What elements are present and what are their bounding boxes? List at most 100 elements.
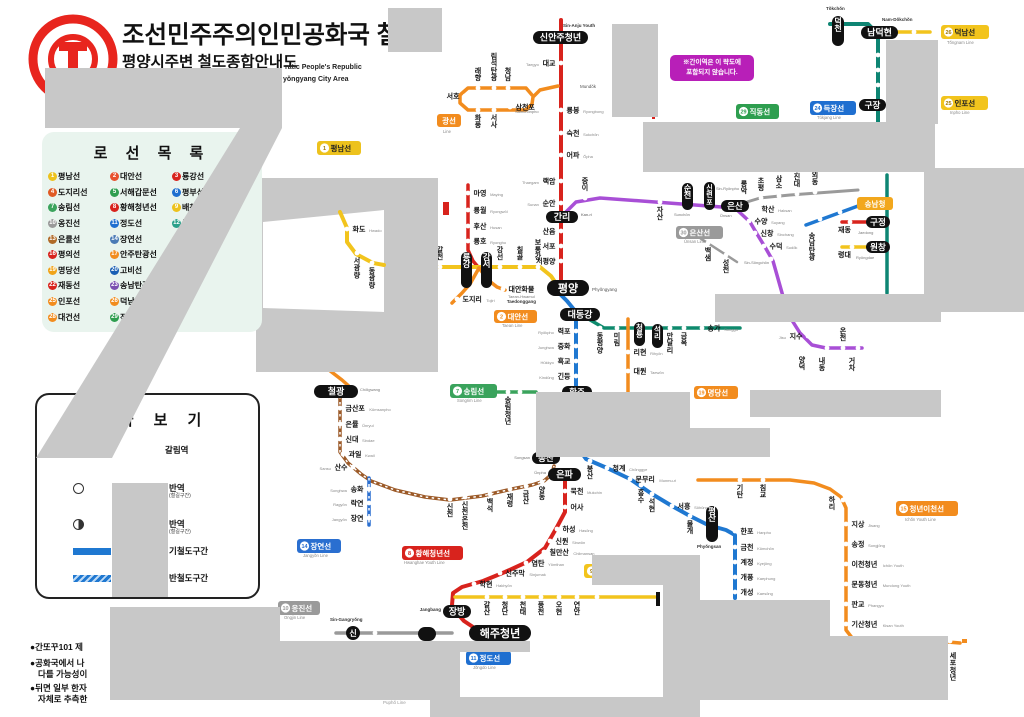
- station-pill-간리: [546, 211, 578, 223]
- map-rom-text: Sunchŏn: [674, 212, 690, 217]
- station-어사-dot: [562, 504, 568, 510]
- station-pill-석리: [652, 324, 663, 348]
- station-대교-label: 대교: [543, 59, 556, 68]
- station-dot-dot: [594, 594, 600, 600]
- line-number-badge: 10: [48, 219, 57, 229]
- station-문무리-label: 문무리: [636, 475, 655, 484]
- station-문동청년-label: 문동청년: [852, 580, 878, 589]
- station-칠골-dot: [517, 264, 523, 270]
- legend-station-name-pill: 역이름: [55, 441, 94, 456]
- station-도지리-label: 도지리: [463, 295, 482, 304]
- line-list-title: 로 선 목 록: [93, 145, 211, 162]
- station-송가-label: 송가: [708, 324, 721, 333]
- station-과일-label: 과일: [349, 450, 362, 459]
- station-흑교-rom: Hŭkkyo: [541, 360, 555, 365]
- map-rom-text: Phyŏngsan: [697, 544, 722, 549]
- station-dot-dot: [875, 82, 881, 88]
- station-마영-rom: Maying: [490, 192, 503, 197]
- station-금천-rom: Kŭmchŏn: [757, 546, 774, 551]
- line-name: 평의선: [58, 250, 81, 260]
- station-기산청년-label: 기산청년: [852, 620, 878, 629]
- station-송정-rom: Songjŏng: [868, 543, 885, 548]
- line-name: 서해갑문선: [120, 187, 157, 197]
- line-fragment: [656, 592, 660, 606]
- line-name: 평남선: [58, 172, 81, 182]
- station-강선-dot: [497, 264, 503, 270]
- line-badge-송남청-label: 송남청: [865, 198, 886, 208]
- line-badge-득장선-num: 24: [814, 106, 821, 112]
- line-number-badge: 3: [172, 172, 181, 182]
- legend-label: 반역: [169, 483, 185, 493]
- station-칠만산-rom: Chilmansan: [573, 551, 594, 556]
- station-pill-송산-label: 송산: [538, 453, 554, 463]
- line-number-badge: 14: [110, 234, 119, 244]
- station-장연-rom: Jangyŏn: [332, 517, 347, 522]
- line-badge-은산선-num: 30: [680, 231, 686, 237]
- station-삼천포-dot: [507, 104, 513, 110]
- line-badge-득장선: [810, 101, 856, 115]
- station-양동-dot: [539, 479, 545, 485]
- station-묵천-dot: [562, 488, 568, 494]
- station-리현-dot: [625, 349, 631, 355]
- station-외동-dot: [812, 189, 818, 195]
- line-badge-장연선-rom: Jangyŏn Line: [303, 553, 329, 558]
- station-문동청년-rom: Mundong Youth: [883, 583, 911, 588]
- station-dot-dot: [849, 244, 855, 250]
- station-pill-간리-label: 간리: [554, 211, 571, 222]
- station-송림청년-dot: [505, 389, 511, 395]
- station-묵천-rom: Mukchin: [587, 490, 602, 495]
- line-badge-대안선-rom: Taean Line: [502, 323, 523, 328]
- line-badge-평남선-label: 평남선: [331, 143, 352, 153]
- station-pill-덕천: [832, 16, 844, 46]
- station-과일-rom: Kwail: [365, 453, 375, 458]
- station-pill-신안주청년: [533, 31, 588, 44]
- line-badge-황해청년선-rom: Hwanghae Youth Line: [404, 560, 445, 565]
- rail-line-songnam-blue: [804, 204, 860, 227]
- station-pill-평양-label: 평양: [558, 281, 578, 295]
- station-학산-rom: Haksan: [778, 208, 792, 213]
- line-name: 인포선: [58, 297, 81, 307]
- station-력포-dot: [573, 328, 579, 334]
- line-number-badge: 15: [172, 234, 181, 244]
- station-dot-dot: [875, 52, 881, 58]
- line-badge-평남선-num-circle: [319, 143, 330, 153]
- line-number-badge: 20: [110, 265, 119, 275]
- line-name: 대건선: [58, 312, 81, 322]
- station-화풍-dot: [475, 107, 481, 113]
- station-랙암-label: 랙암: [543, 177, 556, 186]
- line-badge-옹진선-num: 10: [282, 606, 288, 612]
- station-숙천-rom: Sukchŏn: [583, 132, 599, 137]
- line-number-badge: 22: [48, 281, 57, 291]
- station-흥수-dot: [638, 482, 644, 488]
- station-pill-신안주청년-label: 신안주청년: [540, 32, 581, 43]
- title-english-line2: yŏngyang City Area: [283, 76, 349, 83]
- map-rom-text: Songsan: [514, 455, 530, 460]
- line-badge-장연선: [297, 539, 341, 553]
- station-서포-label: 서포: [543, 242, 556, 251]
- station-서포-dot: [558, 243, 564, 249]
- map-rom-text: Chŏlgwang: [360, 387, 380, 392]
- station-대교-dot: [558, 60, 564, 66]
- line-number-badge: 7: [48, 203, 57, 213]
- station-신천-dot: [447, 496, 453, 502]
- line-badge-청년이천선: [896, 501, 958, 516]
- line-badge-황해청년선: [402, 546, 463, 560]
- line-number-badge: 17: [110, 250, 119, 260]
- station-대원-dot: [625, 368, 631, 374]
- station-흑교-dot: [573, 358, 579, 364]
- line-badge-송림선-num: 7: [456, 389, 459, 395]
- station-수덕-label: 수덕: [770, 242, 783, 251]
- white-window: [263, 210, 384, 312]
- station-pill-철광-label: 철광: [328, 386, 345, 397]
